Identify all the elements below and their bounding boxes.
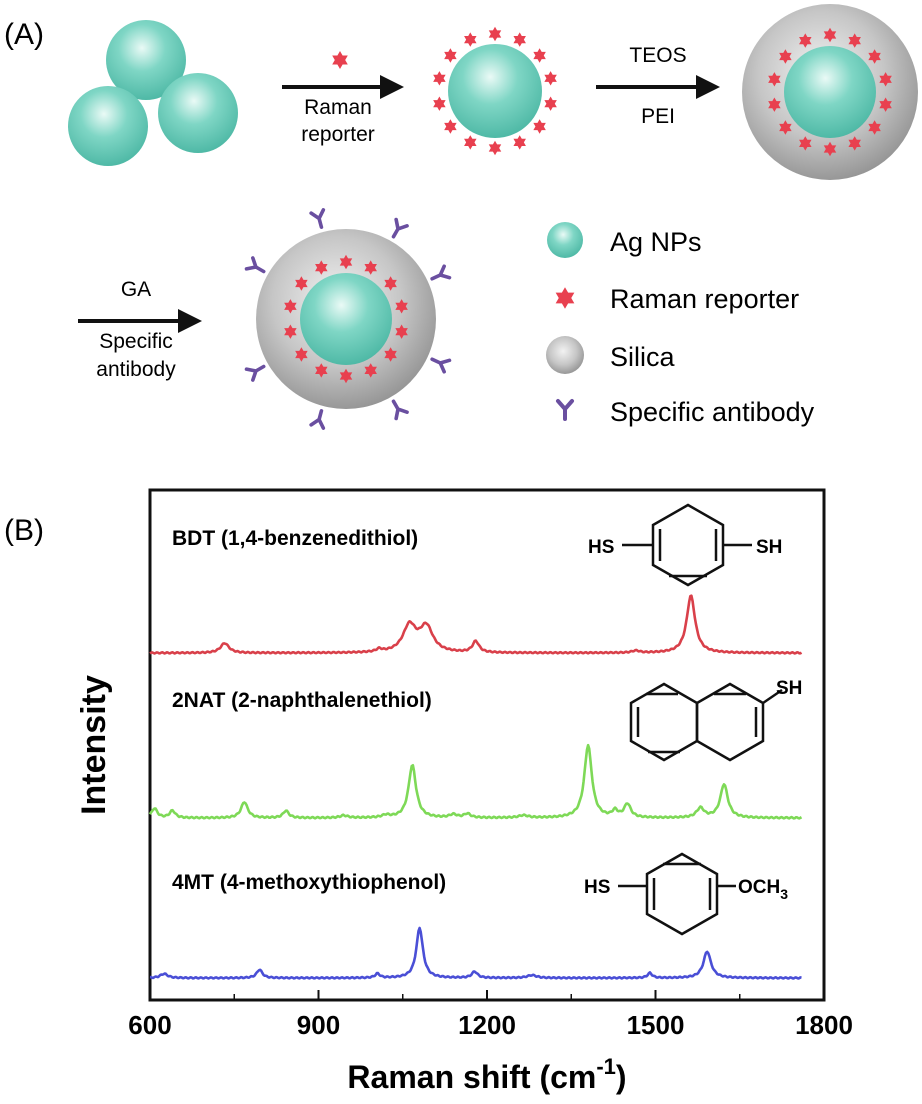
2nat-structure	[629, 682, 783, 762]
2nat-sh-label: SH	[776, 678, 802, 699]
bdt-hs-label: HS	[588, 537, 614, 558]
4mt-och3-label: OCH3	[738, 877, 788, 902]
raman-reporter-star	[533, 48, 546, 63]
step1-label-line2: reporter	[301, 123, 375, 146]
antibody	[386, 396, 409, 421]
panel-a-label: (A)	[4, 18, 44, 51]
step1-label-line1: Raman	[304, 96, 372, 119]
antibody-y-icon	[556, 399, 574, 421]
raman-reporter-star	[433, 71, 446, 86]
x-tick-label: 1800	[795, 1010, 853, 1040]
step2-label-bottom: PEI	[641, 105, 675, 128]
bdt-structure	[622, 503, 752, 587]
antibody	[386, 217, 409, 242]
raman-reporter-legend-icon	[555, 287, 575, 309]
bdt-sh-label: SH	[756, 537, 782, 558]
raman-reporter-star	[433, 96, 446, 111]
panel-b-label: (B)	[4, 514, 44, 547]
antibody	[244, 359, 269, 382]
step3-label-top: GA	[121, 278, 151, 301]
raman-reporter-star-icon	[332, 51, 348, 69]
antibody	[427, 351, 452, 374]
raman-reporter-star	[544, 96, 557, 111]
legend-label-silica: Silica	[610, 342, 676, 372]
4mt-hs-label: HS	[584, 877, 610, 898]
x-axis-label: Raman shift (cm-1)	[347, 1054, 626, 1095]
raman-reporter-star	[533, 119, 546, 134]
raman-reporter-star	[444, 48, 457, 63]
raman-reporter-star	[488, 140, 502, 156]
step3-label-line2: antibody	[96, 358, 176, 381]
spectrum-line-2	[149, 926, 802, 980]
x-tick-label: 1500	[627, 1010, 685, 1040]
series-name-bdt: BDT (1,4-benzenedithiol)	[172, 527, 418, 550]
raman-reporter-star	[488, 26, 502, 42]
series-name-2nat: 2NAT (2-naphthalenethiol)	[172, 689, 432, 712]
ag-nanoparticle-cluster	[68, 20, 238, 166]
series-name-4mt: 4MT (4-methoxythiophenol)	[172, 871, 446, 894]
raman-reporter-star	[464, 32, 477, 47]
x-tick-label: 900	[297, 1010, 340, 1040]
raman-reporter-star	[513, 135, 526, 150]
x-tick-label: 600	[128, 1010, 171, 1040]
legend-label-ag: Ag NPs	[610, 227, 702, 257]
sers-tag-with-antibodies	[244, 208, 452, 430]
x-axis-ticks: 600 900 1200 1500 1800	[128, 990, 853, 1040]
spectra	[148, 594, 803, 980]
y-axis-label: Intensity	[75, 675, 113, 815]
silica-coated-np	[742, 4, 918, 180]
antibody	[427, 264, 452, 287]
silica-sphere-icon	[546, 336, 584, 374]
spectrum-line-1	[148, 743, 803, 820]
4mt-structure	[618, 852, 736, 936]
legend-label-antibody: Specific antibody	[610, 397, 815, 427]
spectrum-line-0	[149, 594, 803, 655]
ag-np-with-reporters	[433, 26, 557, 156]
raman-reporter-star	[464, 135, 477, 150]
raman-reporter-star	[444, 119, 457, 134]
antibody	[309, 208, 330, 231]
legend-label-reporter: Raman reporter	[610, 284, 799, 314]
antibody	[309, 407, 330, 430]
x-tick-label: 1200	[458, 1010, 516, 1040]
plot-frame	[148, 488, 826, 1002]
step3-label-line1: Specific	[99, 330, 173, 353]
antibody	[244, 256, 269, 279]
raman-reporter-star	[544, 71, 557, 86]
raman-reporter-star	[513, 32, 526, 47]
ag-nanoparticle-icon	[547, 222, 583, 258]
step2-label-top: TEOS	[629, 44, 686, 67]
legend: Ag NPs Raman reporter Silica Specific an…	[546, 222, 815, 427]
